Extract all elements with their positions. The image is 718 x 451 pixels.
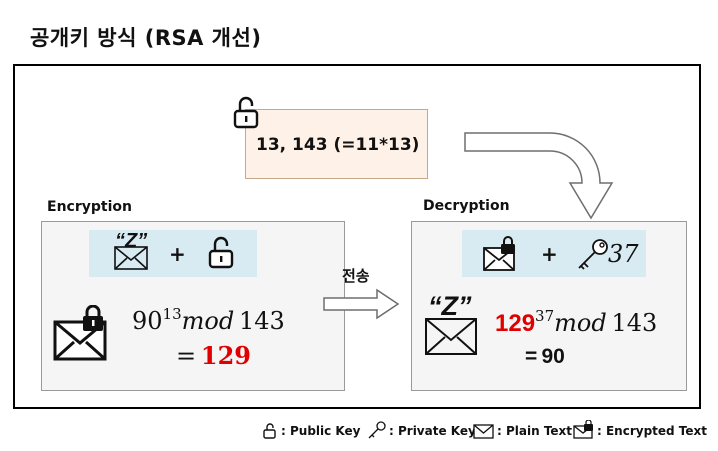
formula-mod: mod [554, 309, 607, 337]
envelope-icon [114, 246, 148, 270]
formula-exponent: 13 [162, 305, 182, 323]
legend-plain-text: : Plain Text [497, 424, 573, 438]
key-icon [578, 239, 608, 270]
plus-sign: + [169, 242, 186, 266]
transfer-label: 전송 [342, 267, 370, 285]
formula-modulus: 143 [239, 307, 285, 335]
key-icon [368, 421, 386, 439]
key-delivery-arrow [464, 132, 614, 220]
diagram-frame [13, 64, 701, 409]
plain-letter: “Z” [428, 291, 472, 321]
formula-modulus: 143 [611, 309, 658, 337]
envelope-icon [425, 318, 477, 355]
envelope-icon [473, 424, 494, 439]
decryption-result: 90 [541, 345, 565, 368]
decryption-result-line: = 90 [525, 345, 565, 369]
public-key-box [245, 109, 428, 179]
locked-envelope-icon [483, 236, 515, 271]
transfer-arrow [323, 288, 400, 320]
encryption-result: 129 [200, 341, 252, 370]
plain-letter: “Z” [115, 230, 148, 252]
unlock-icon [233, 96, 259, 129]
formula-mod: mod [181, 307, 235, 335]
legend-encrypted-text: : Encrypted Text [597, 424, 708, 438]
unlock-icon [263, 423, 276, 439]
unlock-icon [208, 236, 234, 269]
page-title: 공개키 방식 (RSA 개선) [30, 26, 262, 50]
encryption-result-line: = 129 [176, 341, 251, 370]
formula-exponent: 37 [535, 307, 555, 325]
locked-envelope-icon [53, 305, 107, 361]
decrypted-envelope: “Z” [423, 291, 481, 357]
legend-private-key: : Private Key [389, 424, 476, 438]
encryption-formula: 9013mod 143 [132, 305, 285, 335]
formula-base: 129 [495, 310, 536, 337]
legend-public-key: : Public Key [281, 424, 361, 438]
plus-sign: + [541, 242, 558, 266]
public-key-value: 13, 143 (=11*13) [256, 135, 420, 155]
decryption-label: Decryption [423, 198, 510, 214]
equals-sign: = [525, 345, 538, 368]
plain-text-envelope: “Z” [110, 230, 154, 273]
locked-envelope-icon [573, 420, 593, 439]
decryption-formula: 12937mod 143 [495, 307, 658, 338]
encryption-label: Encryption [47, 199, 132, 215]
formula-base: 90 [132, 307, 163, 335]
equals-sign: = [176, 342, 197, 370]
private-key-value: 37 [608, 240, 639, 268]
